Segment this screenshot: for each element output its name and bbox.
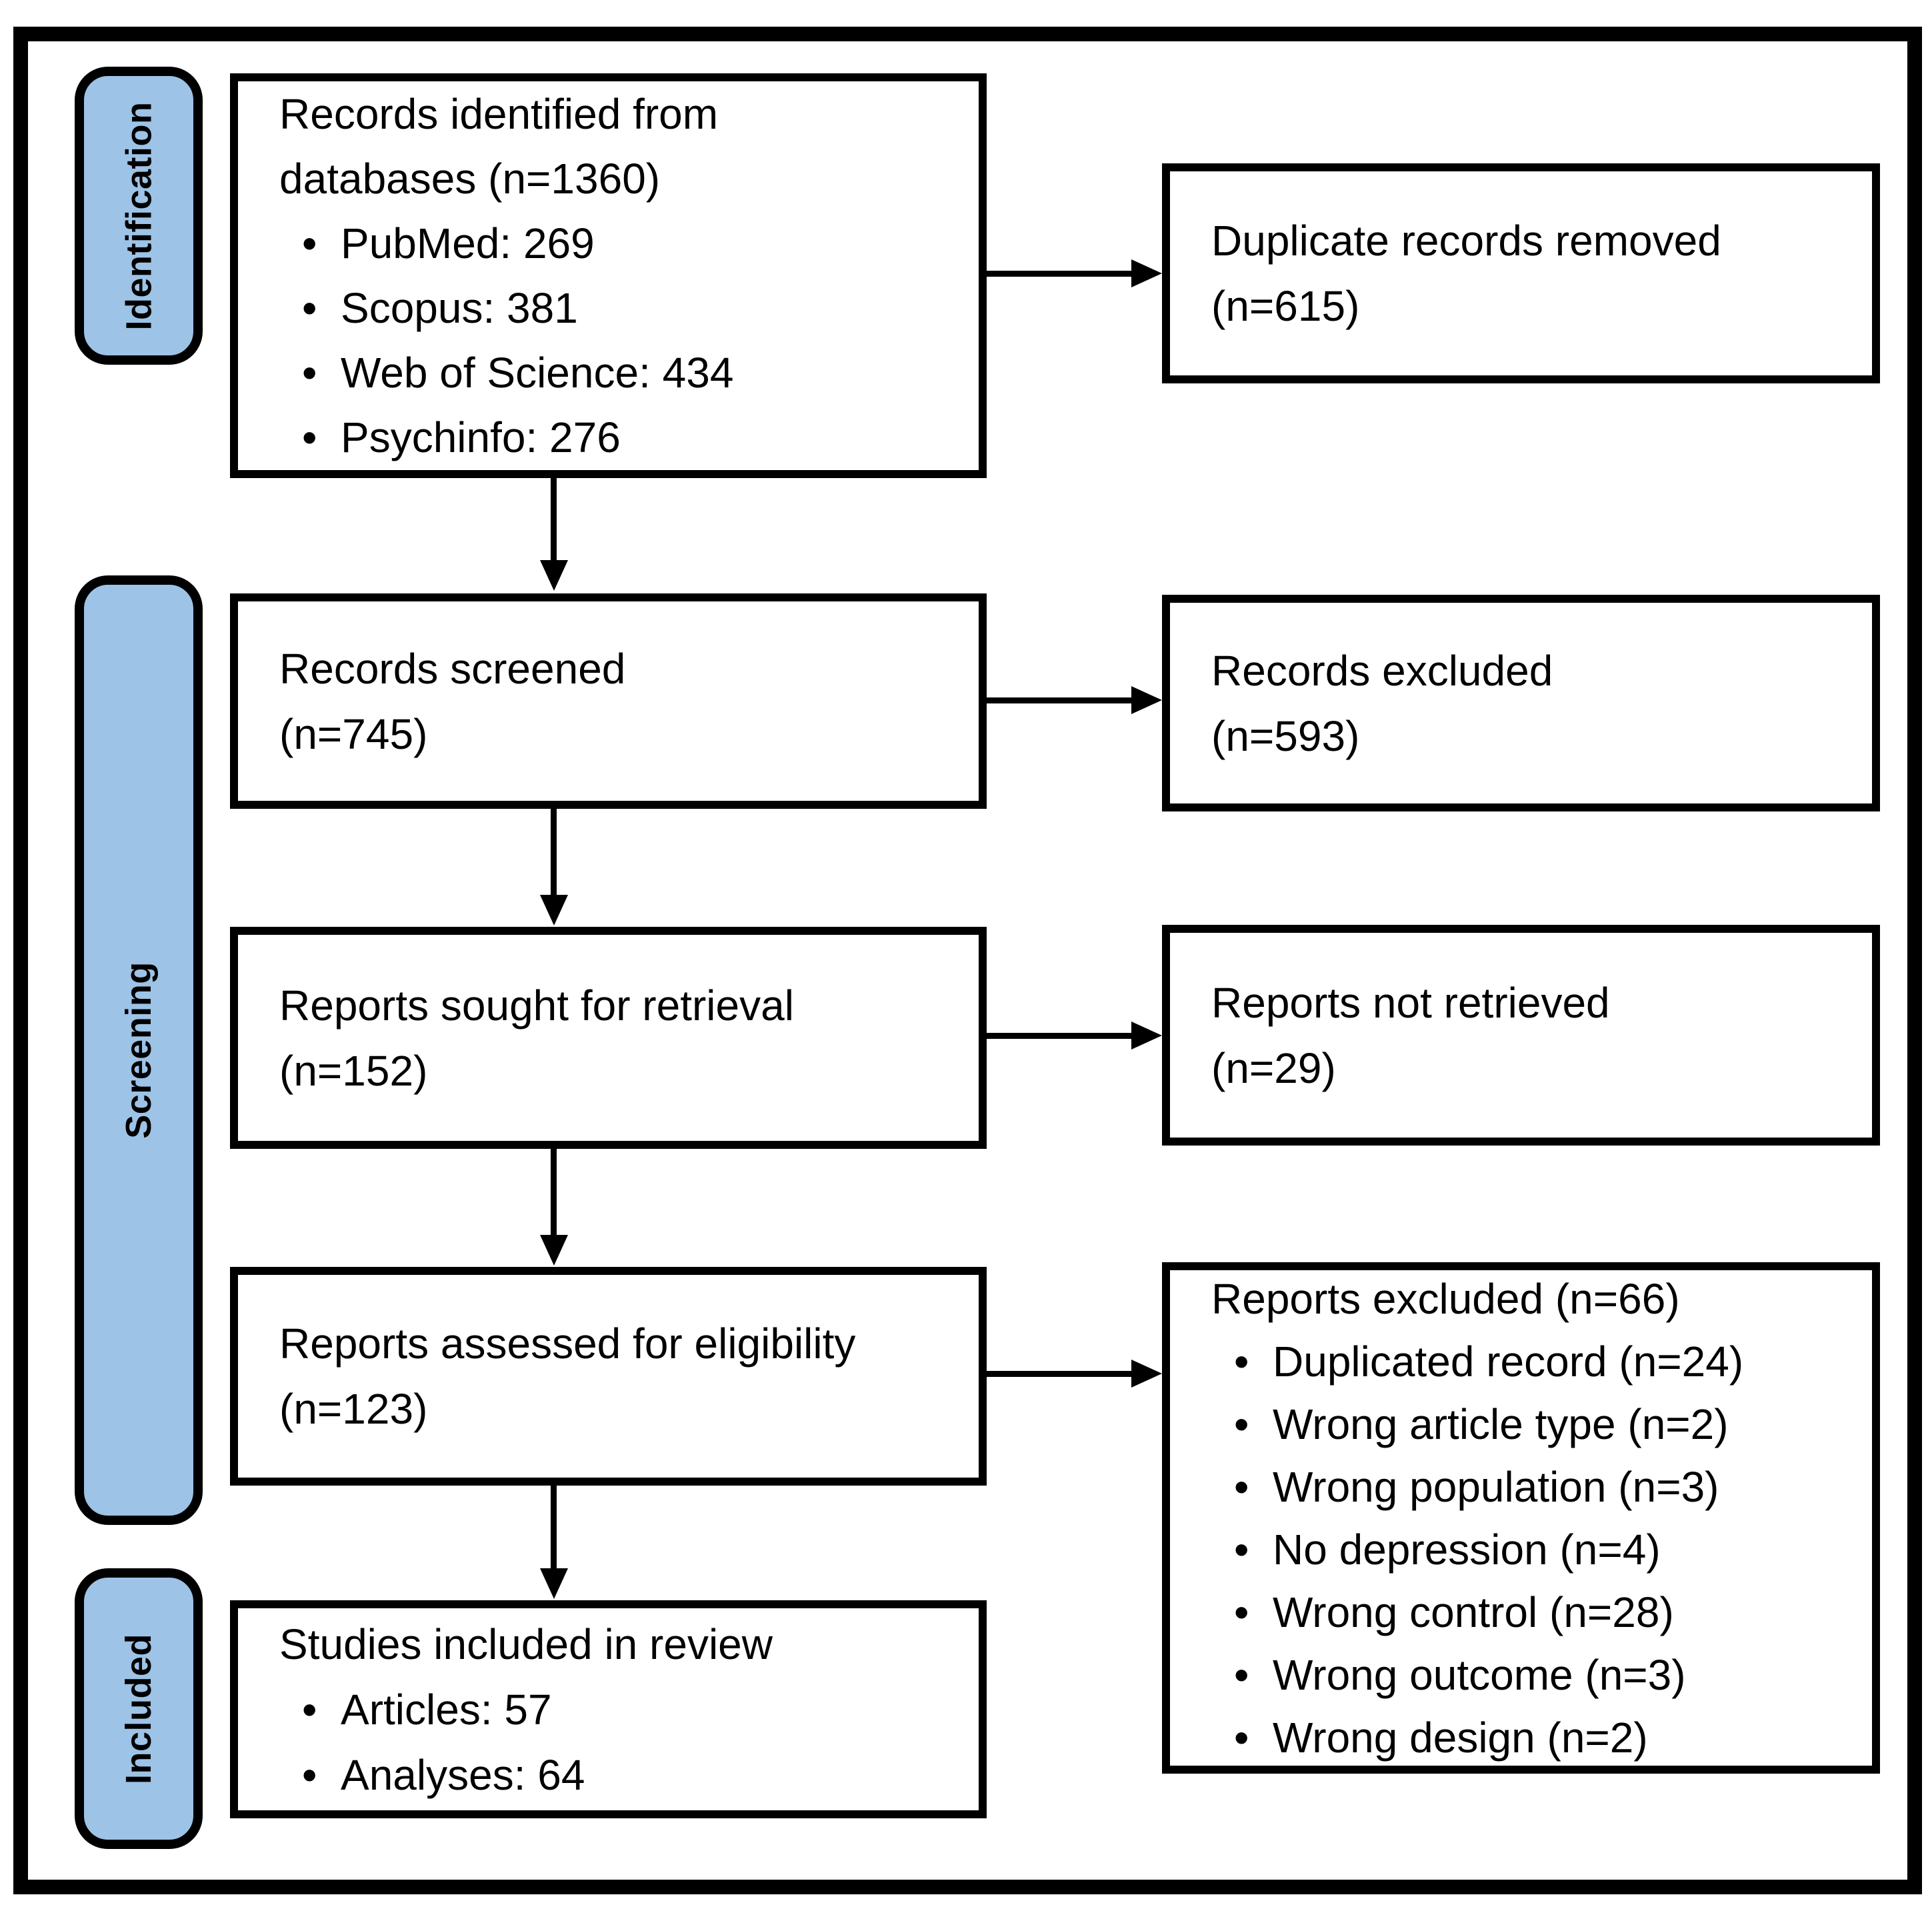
arrowhead-down-icon: [540, 1235, 568, 1266]
box-reports-not-retrieved: Reports not retrieved (n=29): [1162, 925, 1880, 1146]
bullet-item: • Web of Science: 434: [279, 341, 968, 405]
arrowhead-down-icon: [540, 1568, 568, 1599]
box-text-line: (n=593): [1211, 711, 1360, 760]
bullet-item: • No depression (n=4): [1211, 1518, 1861, 1581]
bullet-item: • Wrong population (n=3): [1211, 1456, 1861, 1518]
box-text-line: (n=29): [1211, 1044, 1336, 1092]
bullet-icon: •: [1234, 1400, 1249, 1448]
arrowhead-right-icon: [1131, 686, 1162, 714]
bullet-item: • Wrong control (n=28): [1211, 1581, 1861, 1644]
stage-label-identification: Identification: [75, 67, 203, 365]
flow-arrow-down-2: [551, 809, 557, 897]
diagram-outer-frame: [13, 27, 1922, 1894]
box-text-line: Reports excluded (n=66): [1211, 1274, 1680, 1323]
flow-arrow-right-3: [985, 1033, 1133, 1039]
box-text-line: Studies included in review: [279, 1620, 773, 1668]
box-text-line: (n=615): [1211, 282, 1360, 330]
stage-label-screening-text: Screening: [119, 962, 159, 1139]
bullet-icon: •: [302, 1750, 317, 1799]
bullet-text: Wrong article type (n=2): [1273, 1400, 1729, 1448]
bullet-icon: •: [1234, 1337, 1249, 1386]
box-text-line: (n=152): [279, 1046, 428, 1095]
box-text-line: Records identified from: [279, 89, 719, 138]
box-records-identified: Records identified from databases (n=136…: [230, 73, 987, 478]
bullet-icon: •: [302, 348, 317, 397]
bullet-text: Psychinfo: 276: [341, 413, 621, 461]
flow-arrow-right-2: [985, 697, 1133, 703]
bullet-icon: •: [1234, 1713, 1249, 1762]
bullet-text: No depression (n=4): [1273, 1525, 1661, 1574]
bullet-item: • Psychinfo: 276: [279, 405, 968, 470]
bullet-text: Articles: 57: [341, 1685, 552, 1734]
bullet-item: • Articles: 57: [279, 1677, 968, 1742]
box-text-line: Records screened: [279, 644, 626, 693]
box-text-line: (n=745): [279, 709, 428, 758]
flow-arrow-right-4: [985, 1371, 1133, 1377]
box-text-line: (n=123): [279, 1385, 428, 1433]
box-text-line: Reports assessed for eligibility: [279, 1320, 856, 1368]
box-text-line: databases (n=1360): [279, 154, 661, 203]
bullet-item: • Duplicated record (n=24): [1211, 1330, 1861, 1393]
arrowhead-right-icon: [1131, 259, 1162, 287]
flow-arrow-down-1: [551, 477, 557, 563]
bullet-icon: •: [302, 219, 317, 267]
bullet-text: Wrong design (n=2): [1273, 1713, 1648, 1762]
box-text-line: Reports sought for retrieval: [279, 981, 794, 1030]
box-records-excluded: Records excluded (n=593): [1162, 595, 1880, 811]
bullet-text: Wrong population (n=3): [1273, 1462, 1719, 1511]
bullet-item: • Wrong article type (n=2): [1211, 1393, 1861, 1456]
arrowhead-down-icon: [540, 560, 568, 591]
arrowhead-down-icon: [540, 895, 568, 925]
bullet-text: Duplicated record (n=24): [1273, 1337, 1744, 1386]
bullet-text: Scopus: 381: [341, 283, 578, 332]
bullet-text: Analyses: 64: [341, 1750, 585, 1799]
bullet-item: • Analyses: 64: [279, 1742, 968, 1808]
bullet-text: Wrong control (n=28): [1273, 1588, 1674, 1636]
flow-arrow-down-3: [551, 1149, 557, 1237]
box-duplicate-records-removed: Duplicate records removed (n=615): [1162, 163, 1880, 383]
bullet-item: • PubMed: 269: [279, 211, 968, 276]
bullet-icon: •: [1234, 1588, 1249, 1636]
bullet-icon: •: [1234, 1650, 1249, 1699]
box-reports-sought: Reports sought for retrieval (n=152): [230, 927, 987, 1149]
box-text-line: Duplicate records removed: [1211, 217, 1721, 265]
box-text-line: Records excluded: [1211, 646, 1553, 695]
bullet-item: • Scopus: 381: [279, 276, 968, 341]
stage-label-screening: Screening: [75, 575, 203, 1525]
stage-label-included-text: Included: [119, 1633, 159, 1784]
stage-label-identification-text: Identification: [119, 101, 159, 330]
bullet-icon: •: [302, 1685, 317, 1734]
box-reports-excluded: Reports excluded (n=66) • Duplicated rec…: [1162, 1262, 1880, 1774]
arrowhead-right-icon: [1131, 1360, 1162, 1388]
bullet-icon: •: [302, 283, 317, 332]
box-reports-assessed: Reports assessed for eligibility (n=123): [230, 1267, 987, 1486]
bullet-text: PubMed: 269: [341, 219, 595, 267]
bullet-item: • Wrong design (n=2): [1211, 1706, 1861, 1769]
box-records-screened: Records screened (n=745): [230, 593, 987, 809]
bullet-icon: •: [1234, 1462, 1249, 1511]
arrowhead-right-icon: [1131, 1022, 1162, 1050]
bullet-text: Wrong outcome (n=3): [1273, 1650, 1686, 1699]
bullet-icon: •: [1234, 1525, 1249, 1574]
bullet-text: Web of Science: 434: [341, 348, 734, 397]
flow-arrow-right-1: [985, 271, 1133, 277]
box-text-line: Reports not retrieved: [1211, 978, 1610, 1027]
box-studies-included: Studies included in review • Articles: 5…: [230, 1600, 987, 1818]
bullet-icon: •: [302, 413, 317, 461]
bullet-item: • Wrong outcome (n=3): [1211, 1644, 1861, 1706]
stage-label-included: Included: [75, 1568, 203, 1849]
flow-arrow-down-4: [551, 1486, 557, 1570]
